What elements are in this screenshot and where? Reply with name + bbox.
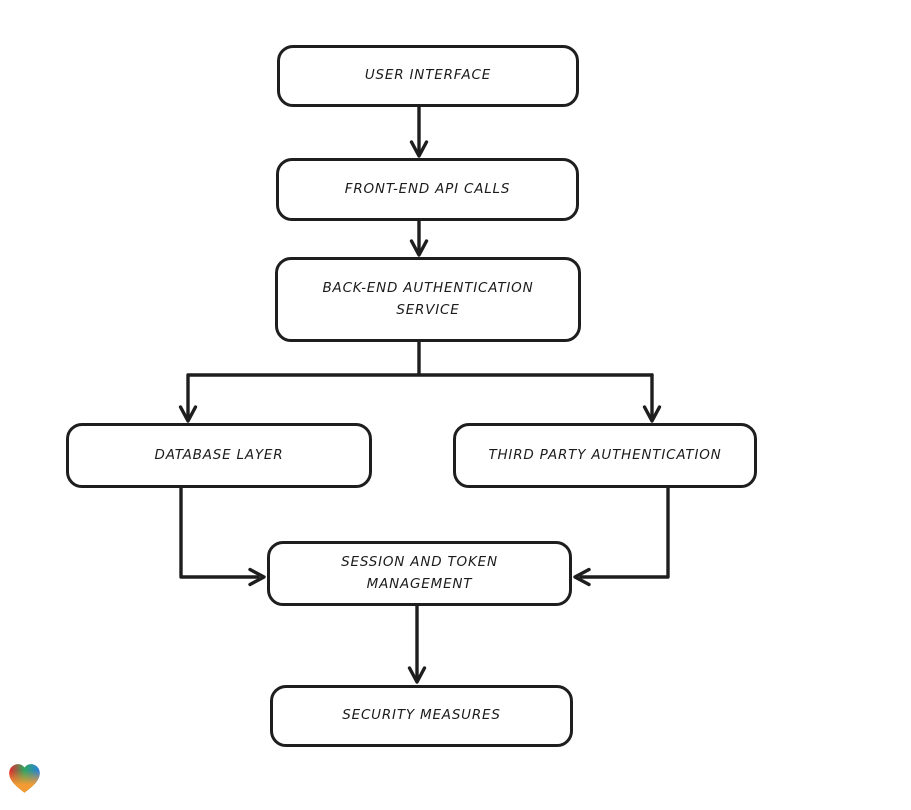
edge-database-to-session[interactable] bbox=[179, 486, 266, 587]
heart-logo-icon[interactable] bbox=[7, 761, 42, 796]
edge-line bbox=[579, 486, 670, 579]
node-front-end-api-calls[interactable]: FRONT-END API CALLS bbox=[276, 158, 579, 221]
node-label: USER INTERFACE bbox=[364, 67, 492, 84]
edge-backend-to-database[interactable] bbox=[178, 340, 654, 423]
node-label: DATABASE LAYER bbox=[154, 446, 284, 463]
arrowhead-down-icon bbox=[642, 405, 662, 423]
edge-thirdparty-to-session[interactable] bbox=[573, 486, 670, 587]
node-label: SESSION AND TOKEN MANAGEMENT bbox=[341, 553, 498, 592]
arrowhead-down-icon bbox=[409, 239, 429, 257]
node-session-token-mgmt[interactable]: SESSION AND TOKEN MANAGEMENT bbox=[267, 541, 572, 606]
edge-session-to-security[interactable] bbox=[407, 604, 427, 684]
edge-backend-to-thirdparty[interactable] bbox=[642, 373, 662, 423]
node-label: FRONT-END API CALLS bbox=[344, 180, 511, 197]
arrowhead-right-icon bbox=[248, 567, 266, 587]
arrowhead-down-icon bbox=[409, 140, 429, 158]
node-label: THIRD PARTY AUTHENTICATION bbox=[488, 446, 722, 463]
edge-ui-to-frontend[interactable] bbox=[409, 105, 429, 158]
node-user-interface[interactable]: USER INTERFACE bbox=[277, 45, 579, 107]
edge-line bbox=[179, 486, 260, 579]
node-label: SECURITY MEASURES bbox=[342, 707, 501, 724]
arrowhead-left-icon bbox=[573, 567, 591, 587]
node-label: BACK-END AUTHENTICATION SERVICE bbox=[322, 279, 534, 318]
node-back-end-auth-service[interactable]: BACK-END AUTHENTICATION SERVICE bbox=[275, 257, 581, 342]
arrowhead-down-icon bbox=[407, 666, 427, 684]
node-security-measures[interactable]: SECURITY MEASURES bbox=[270, 685, 573, 747]
edge-line bbox=[186, 340, 654, 420]
arrowhead-down-icon bbox=[178, 405, 198, 423]
node-third-party-auth[interactable]: THIRD PARTY AUTHENTICATION bbox=[453, 423, 757, 488]
node-database-layer[interactable]: DATABASE LAYER bbox=[66, 423, 372, 488]
edge-frontend-to-backend[interactable] bbox=[409, 219, 429, 257]
